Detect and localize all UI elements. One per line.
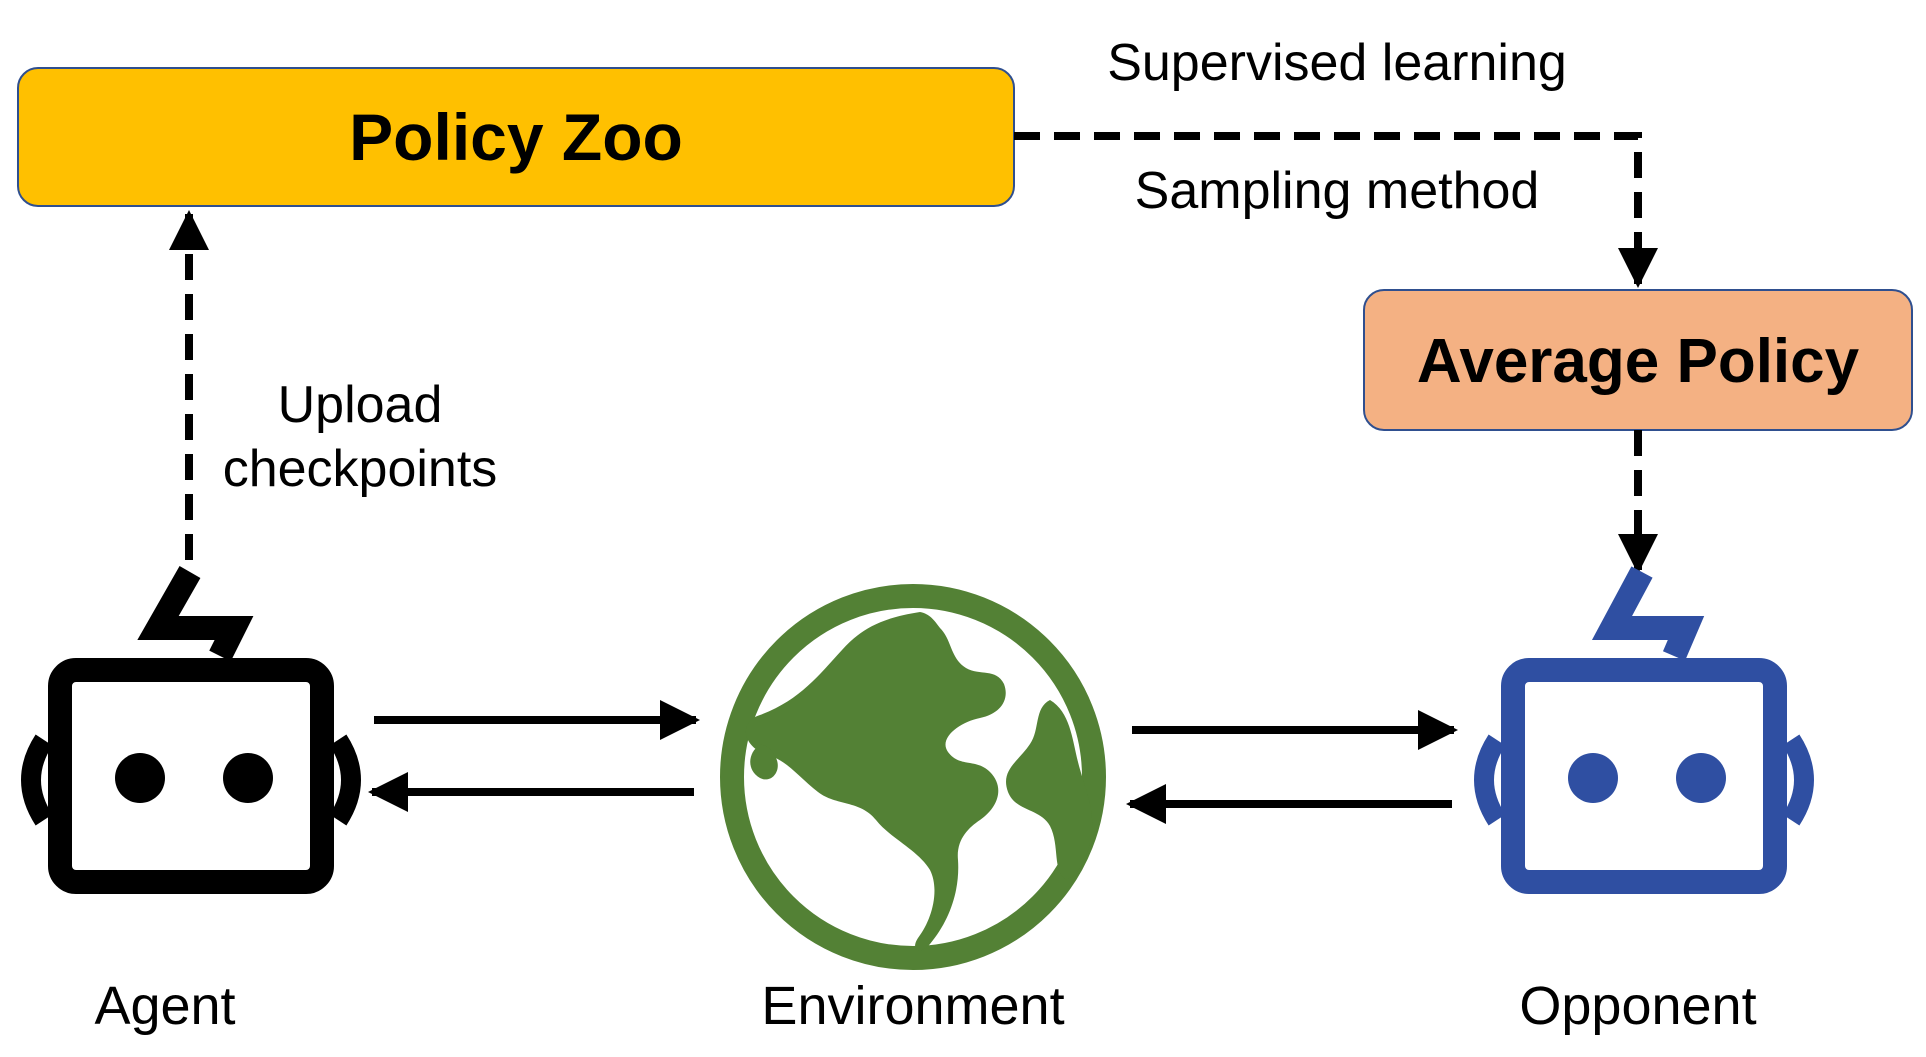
upload-label-line2: checkpoints	[223, 440, 498, 498]
supervised-learning-label: Supervised learning	[1107, 34, 1567, 92]
upload-label-line1: Upload	[278, 376, 443, 434]
environment-label: Environment	[761, 976, 1064, 1036]
agent-label: Agent	[94, 976, 235, 1036]
policy-zoo-box: Policy Zoo	[17, 67, 1015, 207]
average-policy-label: Average Policy	[1417, 327, 1860, 396]
opponent-robot-icon	[1474, 566, 1814, 894]
sampling-method-label: Sampling method	[1135, 162, 1540, 220]
environment-globe-icon	[720, 584, 1106, 970]
policy-zoo-label: Policy Zoo	[349, 100, 683, 174]
opponent-label: Opponent	[1519, 976, 1756, 1036]
agent-robot-icon	[21, 566, 361, 894]
zoo-to-average-arrow	[1014, 132, 1658, 288]
average-policy-box: Average Policy	[1363, 289, 1913, 431]
